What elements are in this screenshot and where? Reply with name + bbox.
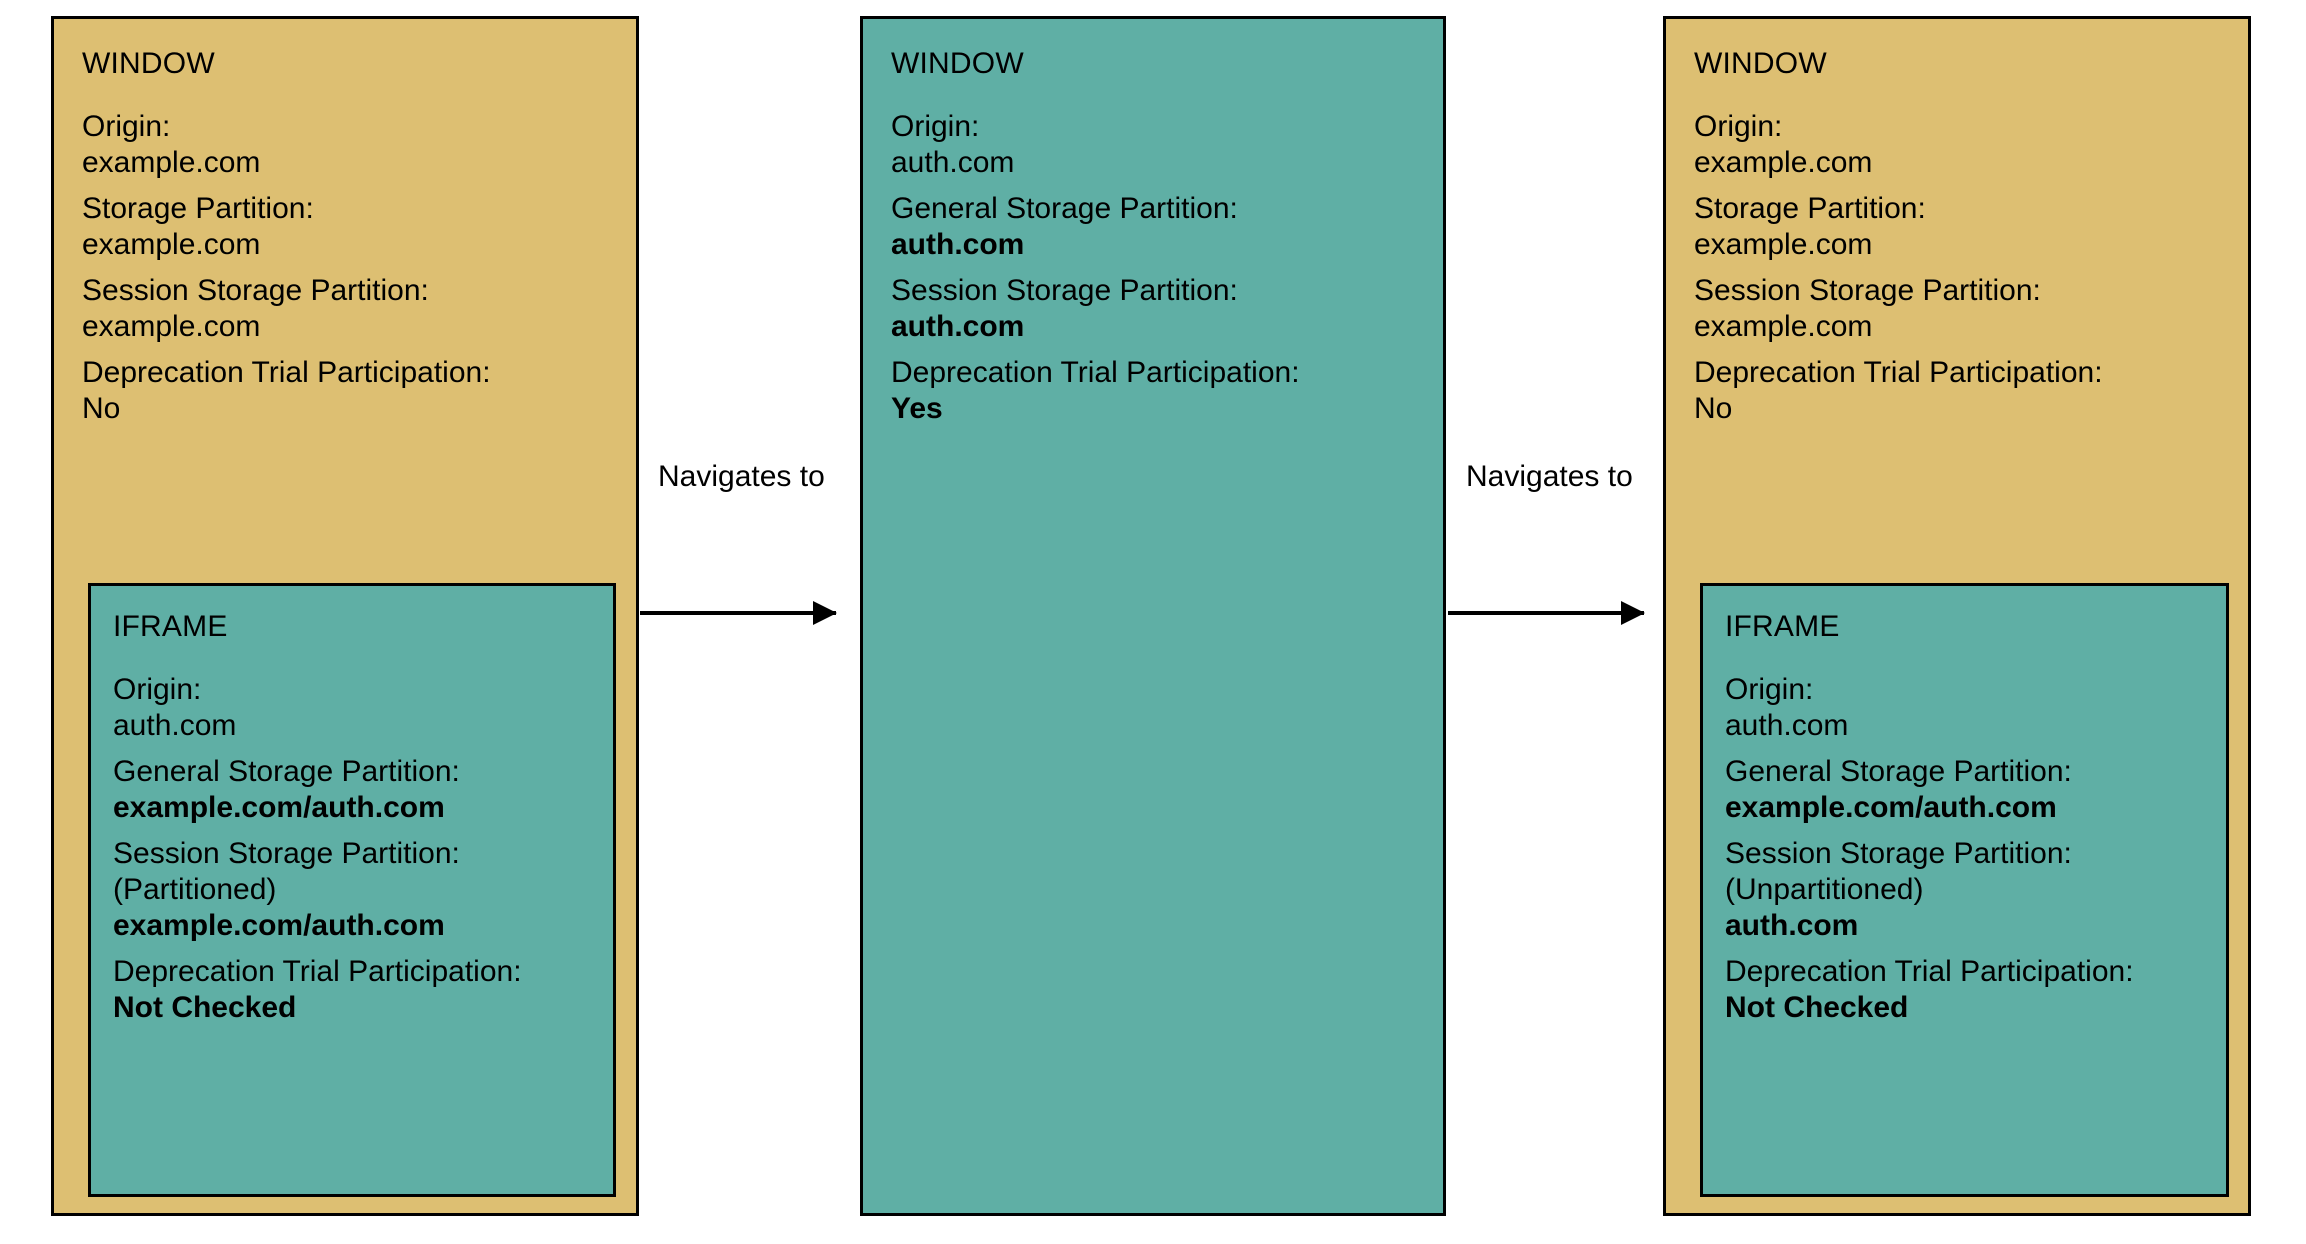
field-value: No: [82, 392, 121, 425]
field-label: Session Storage Partition:: [1725, 837, 2072, 870]
field-label: Session Storage Partition:: [113, 837, 460, 870]
window-panel-3-field-deprecation-trial: Deprecation Trial Participation: No: [1694, 355, 2103, 427]
iframe-box-1-title: IFRAME: [113, 610, 228, 643]
field-label: Deprecation Trial Participation:: [82, 356, 491, 389]
field-label: General Storage Partition:: [113, 755, 460, 788]
field-label: Session Storage Partition:: [82, 274, 429, 307]
window-panel-1-field-session-storage-partition: Session Storage Partition: example.com: [82, 273, 429, 345]
field-value: No: [1694, 392, 1733, 425]
field-value: auth.com: [1725, 909, 1859, 942]
field-label: Deprecation Trial Participation:: [1725, 955, 2134, 988]
field-value: example.com/auth.com: [113, 909, 445, 942]
field-value: example.com/auth.com: [1725, 791, 2057, 824]
window-panel-2-field-session-storage-partition: Session Storage Partition: auth.com: [891, 273, 1238, 345]
window-panel-1-title: WINDOW: [82, 47, 215, 80]
field-value: auth.com: [891, 146, 1015, 179]
field-label: Storage Partition:: [82, 192, 314, 225]
field-label: Origin:: [113, 673, 202, 706]
field-sublabel: (Unpartitioned): [1725, 873, 1924, 906]
field-label: Session Storage Partition:: [1694, 274, 2041, 307]
field-label: Deprecation Trial Participation:: [1694, 356, 2103, 389]
window-panel-2-field-deprecation-trial: Deprecation Trial Participation: Yes: [891, 355, 1300, 427]
window-panel-2-field-origin: Origin: auth.com: [891, 109, 1014, 181]
iframe-1-field-general-storage-partition: General Storage Partition: example.com/a…: [113, 754, 460, 826]
window-panel-1-field-deprecation-trial: Deprecation Trial Participation: No: [82, 355, 491, 427]
field-value: auth.com: [1725, 709, 1849, 742]
field-label: Deprecation Trial Participation:: [113, 955, 522, 988]
window-panel-3: WINDOW Origin: example.com Storage Parti…: [1663, 16, 2251, 1216]
window-panel-1: WINDOW Origin: example.com Storage Parti…: [51, 16, 639, 1216]
field-value: Not Checked: [1725, 991, 1909, 1024]
window-panel-2: WINDOW Origin: auth.com General Storage …: [860, 16, 1446, 1216]
field-value: auth.com: [891, 310, 1025, 343]
field-value: example.com: [82, 228, 261, 261]
field-value: Not Checked: [113, 991, 297, 1024]
window-panel-1-field-origin: Origin: example.com: [82, 109, 260, 181]
window-panel-3-title: WINDOW: [1694, 47, 1827, 80]
field-label: General Storage Partition:: [1725, 755, 2072, 788]
field-value: auth.com: [113, 709, 237, 742]
window-panel-3-field-origin: Origin: example.com: [1694, 109, 1872, 181]
window-panel-1-field-storage-partition: Storage Partition: example.com: [82, 191, 314, 263]
field-value: example.com: [1694, 146, 1873, 179]
field-value: example.com: [82, 310, 261, 343]
field-label: Storage Partition:: [1694, 192, 1926, 225]
window-panel-2-title: WINDOW: [891, 47, 1024, 80]
window-panel-3-field-session-storage-partition: Session Storage Partition: example.com: [1694, 273, 2041, 345]
field-value: example.com: [1694, 310, 1873, 343]
field-value: example.com: [82, 146, 261, 179]
iframe-3-field-origin: Origin: auth.com: [1725, 672, 1848, 744]
iframe-3-field-session-storage-partition: Session Storage Partition: (Unpartitione…: [1725, 836, 2072, 944]
arrow-2-label: Navigates to: [1466, 460, 1633, 493]
arrow-1: [640, 601, 837, 625]
iframe-box-3: IFRAME Origin: auth.com General Storage …: [1700, 583, 2229, 1197]
iframe-1-field-deprecation-trial: Deprecation Trial Participation: Not Che…: [113, 954, 522, 1026]
window-panel-3-field-storage-partition: Storage Partition: example.com: [1694, 191, 1926, 263]
arrow-2: [1448, 601, 1645, 625]
iframe-1-field-session-storage-partition: Session Storage Partition: (Partitioned)…: [113, 836, 460, 944]
field-label: Origin:: [1694, 110, 1783, 143]
field-label: Origin:: [891, 110, 980, 143]
field-value: example.com: [1694, 228, 1873, 261]
iframe-box-3-title: IFRAME: [1725, 610, 1840, 643]
field-label: Origin:: [1725, 673, 1814, 706]
field-value: auth.com: [891, 228, 1025, 261]
field-sublabel: (Partitioned): [113, 873, 277, 906]
field-value: Yes: [891, 392, 943, 425]
arrow-1-label: Navigates to: [658, 460, 825, 493]
field-label: Origin:: [82, 110, 171, 143]
iframe-3-field-general-storage-partition: General Storage Partition: example.com/a…: [1725, 754, 2072, 826]
iframe-box-1: IFRAME Origin: auth.com General Storage …: [88, 583, 616, 1197]
field-label: Session Storage Partition:: [891, 274, 1238, 307]
window-panel-2-field-general-storage-partition: General Storage Partition: auth.com: [891, 191, 1238, 263]
field-label: Deprecation Trial Participation:: [891, 356, 1300, 389]
field-label: General Storage Partition:: [891, 192, 1238, 225]
iframe-3-field-deprecation-trial: Deprecation Trial Participation: Not Che…: [1725, 954, 2134, 1026]
field-value: example.com/auth.com: [113, 791, 445, 824]
iframe-1-field-origin: Origin: auth.com: [113, 672, 236, 744]
